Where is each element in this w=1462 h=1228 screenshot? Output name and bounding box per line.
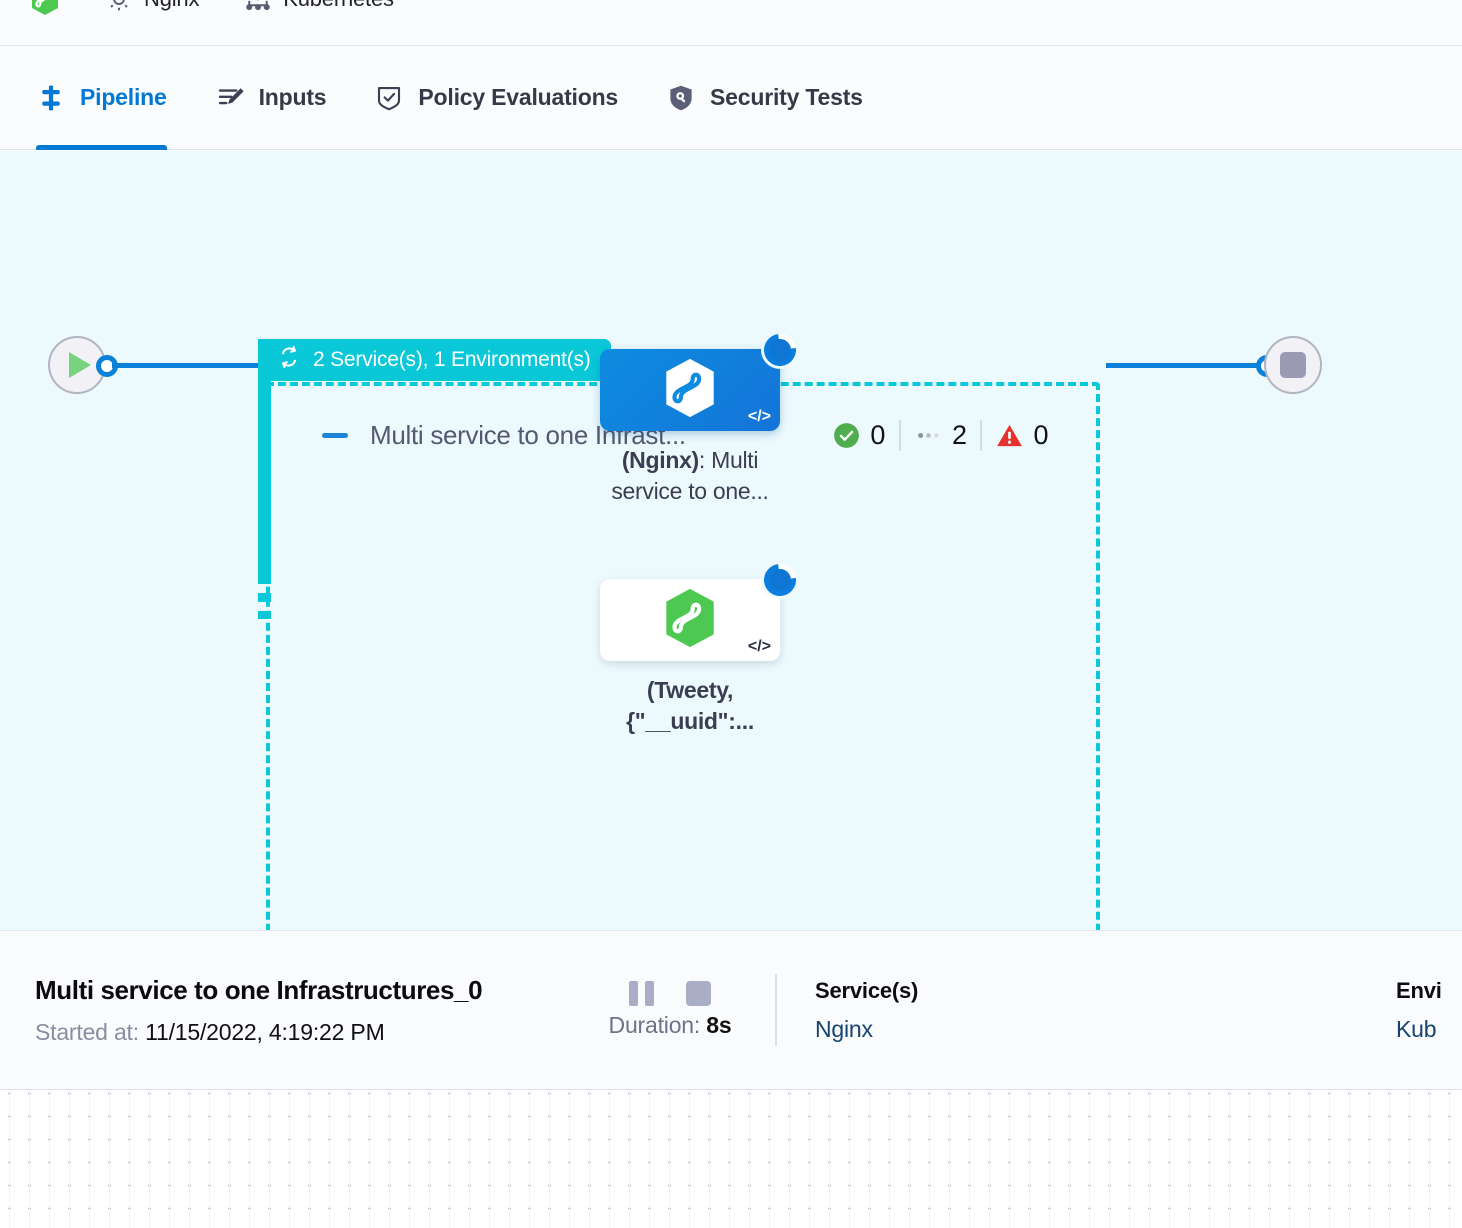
canvas-grid-background (0, 1090, 1462, 1228)
services-column: Service(s) Nginx (777, 978, 918, 1043)
stop-icon[interactable] (686, 981, 711, 1006)
code-brackets-icon[interactable]: </> (747, 408, 771, 425)
collapse-dash-icon[interactable] (322, 433, 348, 438)
service-node-nginx[interactable]: </> (Nginx): Multi service to one... (600, 327, 803, 507)
duration-value: 8s (706, 1012, 732, 1038)
tab-label: Pipeline (80, 84, 167, 110)
status-count-value: 0 (1033, 420, 1048, 450)
environments-value-link[interactable]: Kub (1396, 1015, 1437, 1042)
breadcrumb-item-label: Kubernetes (283, 0, 394, 12)
stop-icon (1280, 352, 1306, 378)
running-dots-icon (915, 422, 942, 449)
status-count-value: 0 (870, 420, 885, 450)
breadcrumb-item-kubernetes[interactable]: Kubernetes (243, 0, 394, 14)
connector-group-to-end (1106, 363, 1262, 368)
tab-label: Inputs (258, 84, 327, 110)
execution-summary: Multi service to one Infrastructures_0 S… (0, 975, 565, 1046)
code-brackets-icon[interactable]: </> (747, 638, 771, 655)
service-node-card[interactable]: </> (600, 557, 803, 661)
group-badge[interactable]: 2 Service(s), 1 Environment(s) (258, 339, 611, 381)
environments-column: Envi Kub (1396, 978, 1462, 1043)
success-check-icon (833, 422, 860, 449)
duration-label: Duration: (608, 1012, 707, 1038)
pause-icon[interactable] (629, 981, 654, 1006)
service-node-label-bold: (Nginx) (621, 447, 699, 473)
status-count-value: 2 (951, 420, 967, 450)
kubernetes-node-icon (243, 0, 273, 14)
running-spinner-icon (757, 327, 803, 373)
breadcrumb: Nginx Kubernetes (0, 0, 1462, 46)
pipeline-canvas[interactable]: 2 Service(s), 1 Environment(s) Multi ser… (0, 151, 1462, 930)
started-at-value: 11/15/2022, 4:19:22 PM (138, 1018, 385, 1045)
loop-repeat-icon (276, 344, 302, 376)
divider (775, 974, 777, 1046)
harness-hexagon-logo-green-icon (662, 587, 718, 654)
connector-start-to-group (112, 363, 264, 368)
execution-duration: Duration: 8s (565, 1012, 775, 1039)
started-at-label: Started at: (35, 1018, 139, 1045)
tab-label: Policy Evaluations (418, 84, 619, 110)
policy-shield-check-icon (374, 83, 404, 113)
breadcrumb-item-label: Nginx (144, 0, 199, 12)
execution-title: Multi service to one Infrastructures_0 (35, 974, 483, 1005)
tab-inputs[interactable]: Inputs (215, 46, 327, 150)
inputs-wand-icon (215, 83, 245, 113)
service-node-label: (Nginx): Multi service to one... (600, 445, 780, 507)
service-node-label-rest: : Multi service to one... (611, 447, 769, 505)
pipeline-icon (36, 83, 66, 113)
gear-icon (104, 0, 134, 14)
environments-header: Envi (1396, 977, 1442, 1003)
service-node-label-bold: (Tweety, {"__uuid":... (626, 677, 754, 735)
tab-bar: Pipeline Inputs Policy Evaluations (0, 46, 1462, 150)
error-warning-triangle-icon (996, 422, 1023, 449)
harness-hexagon-logo-white-icon (662, 357, 718, 424)
tab-label: Security Tests (710, 84, 863, 110)
status-count-error: 0 (982, 420, 1062, 451)
harness-hexagon-logo-green-icon (30, 0, 60, 16)
stage-status-counts: 0 2 (819, 420, 1062, 451)
tab-security-tests[interactable]: Security Tests (666, 46, 863, 150)
security-shield-icon (666, 83, 696, 113)
execution-info-bar: Multi service to one Infrastructures_0 S… (0, 930, 1462, 1090)
service-node-label: (Tweety, {"__uuid":... (600, 675, 780, 737)
service-node-tweety[interactable]: </> (Tweety, {"__uuid":... (600, 557, 803, 737)
execution-started-at: Started at: 11/15/2022, 4:19:22 PM (35, 1019, 565, 1046)
status-count-success: 0 (819, 420, 901, 451)
group-badge-label: 2 Service(s), 1 Environment(s) (313, 348, 591, 371)
services-value-link[interactable]: Nginx (815, 1015, 873, 1042)
breadcrumb-item-nginx[interactable]: Nginx (104, 0, 199, 14)
tab-policy-evaluations[interactable]: Policy Evaluations (374, 46, 618, 150)
execution-controls: Duration: 8s (565, 981, 775, 1039)
service-node-card[interactable]: </> (600, 327, 803, 431)
end-node[interactable] (1264, 336, 1322, 394)
tab-pipeline[interactable]: Pipeline (36, 46, 167, 150)
stage-header: Multi service to one Infrast... 0 (322, 420, 1062, 451)
services-header: Service(s) (815, 977, 919, 1003)
status-count-running: 2 (901, 420, 983, 451)
play-icon (69, 352, 91, 378)
